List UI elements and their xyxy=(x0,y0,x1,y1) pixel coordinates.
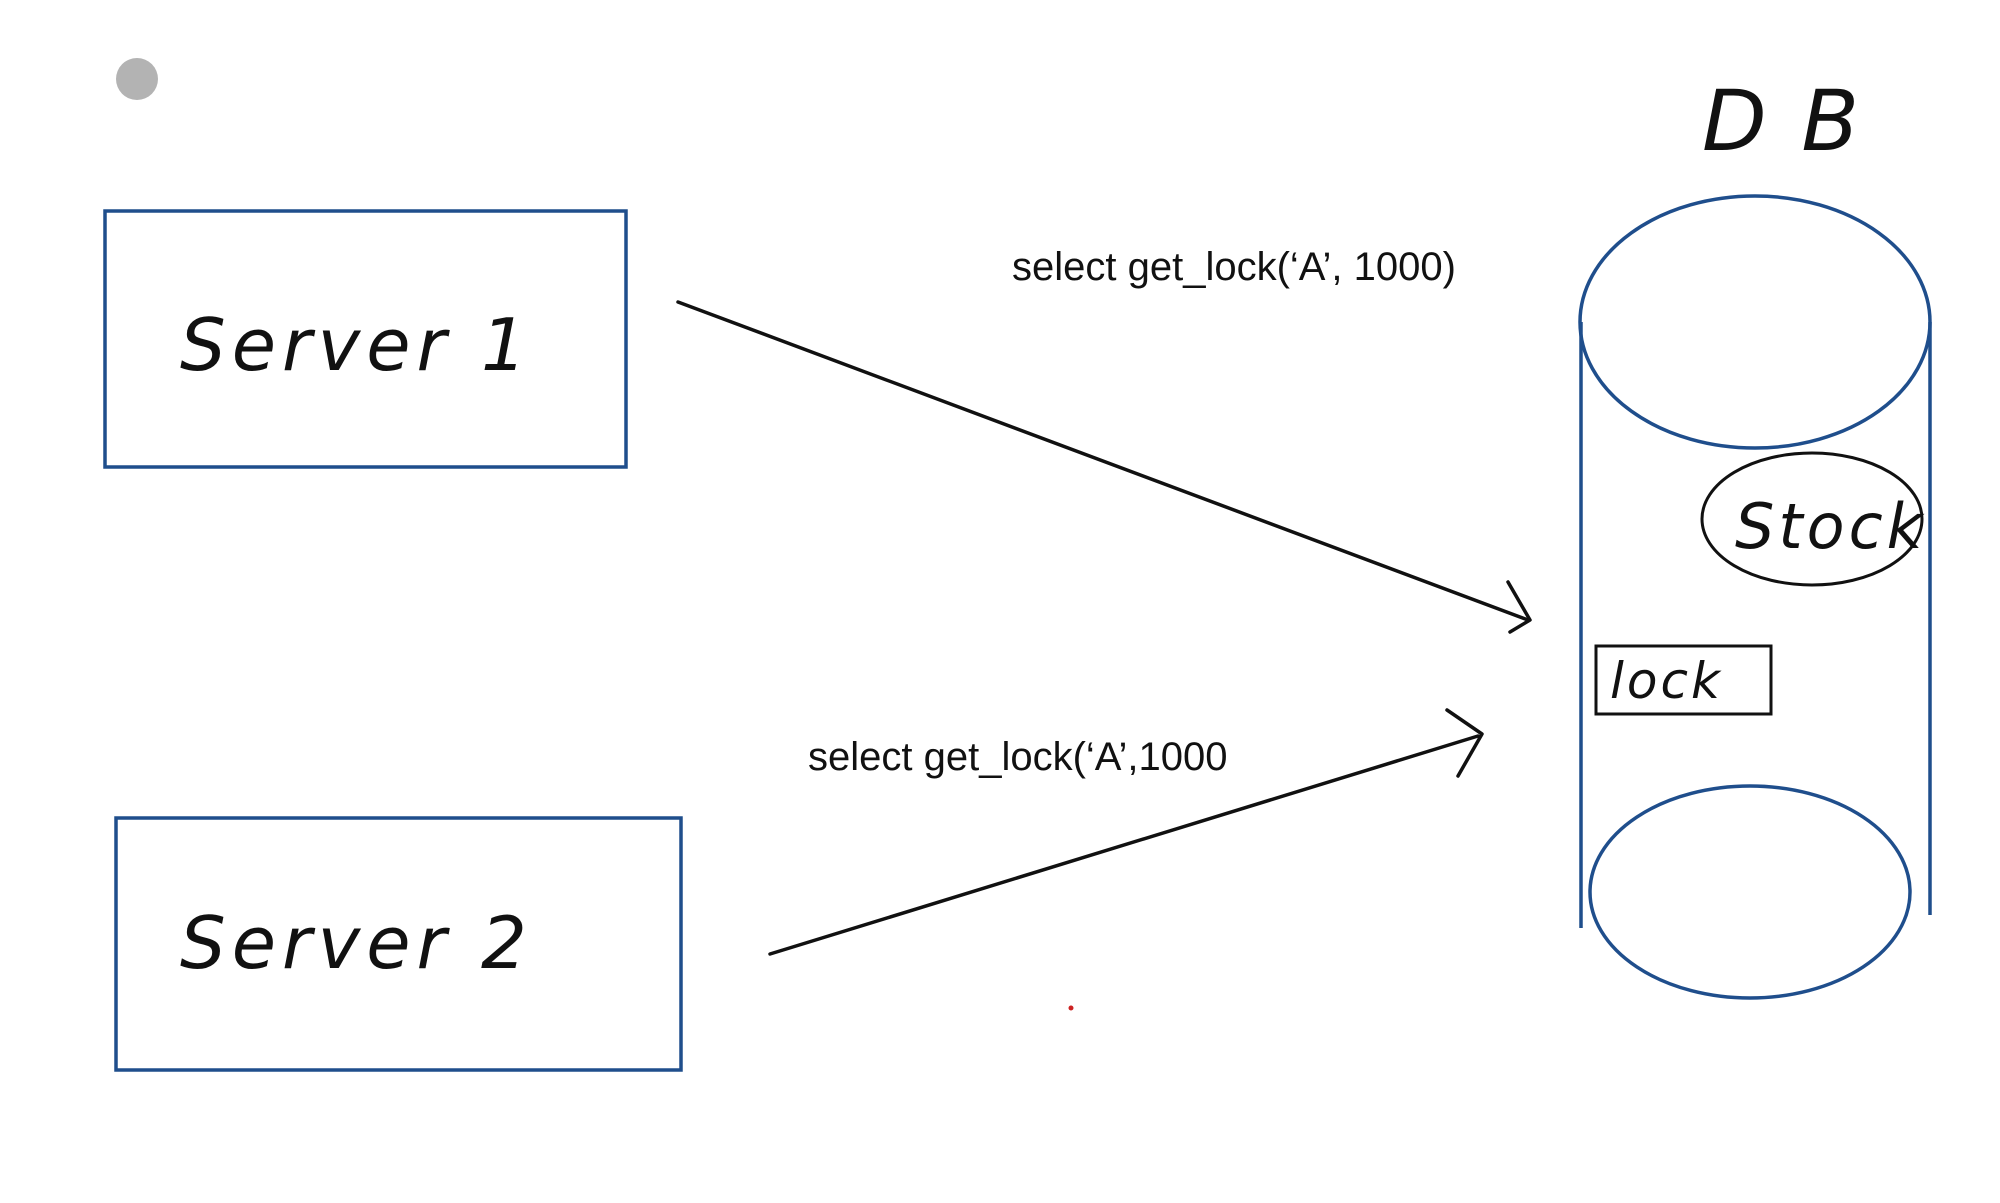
db-bottom-ellipse xyxy=(1588,784,1912,1000)
arrow-server-2-to-db: select get_lock(‘A’,1000 xyxy=(768,708,1484,956)
server-1-box xyxy=(103,209,628,469)
db-cylinder: D B Stock lock xyxy=(1578,72,1932,1000)
arrow-2-label: select get_lock(‘A’,1000 xyxy=(808,735,1228,779)
stock-label: Stock xyxy=(1735,490,1927,563)
stray-red-dot xyxy=(1068,1005,1074,1011)
arrow-1-head xyxy=(1506,580,1532,634)
server-1-label: Server 1 xyxy=(180,303,533,387)
stock-ellipse xyxy=(1700,451,1924,587)
server-1-node: Server 1 xyxy=(103,209,628,469)
server-2-node: Server 2 xyxy=(114,816,683,1072)
lock-label: lock xyxy=(1610,652,1723,710)
arrow-1-shaft xyxy=(676,300,1530,622)
arrow-1-label: select get_lock(‘A’, 1000) xyxy=(1012,245,1456,289)
bullet-dot xyxy=(116,58,158,100)
arrow-2-head xyxy=(1445,708,1484,778)
db-top-ellipse xyxy=(1578,194,1932,450)
lock-box xyxy=(1594,644,1773,716)
server-2-label: Server 2 xyxy=(180,901,533,985)
arrow-2-shaft xyxy=(768,734,1480,956)
server-2-box xyxy=(114,816,683,1072)
db-title: D B xyxy=(1702,72,1863,170)
arrow-server-1-to-db: select get_lock(‘A’, 1000) xyxy=(676,245,1532,634)
